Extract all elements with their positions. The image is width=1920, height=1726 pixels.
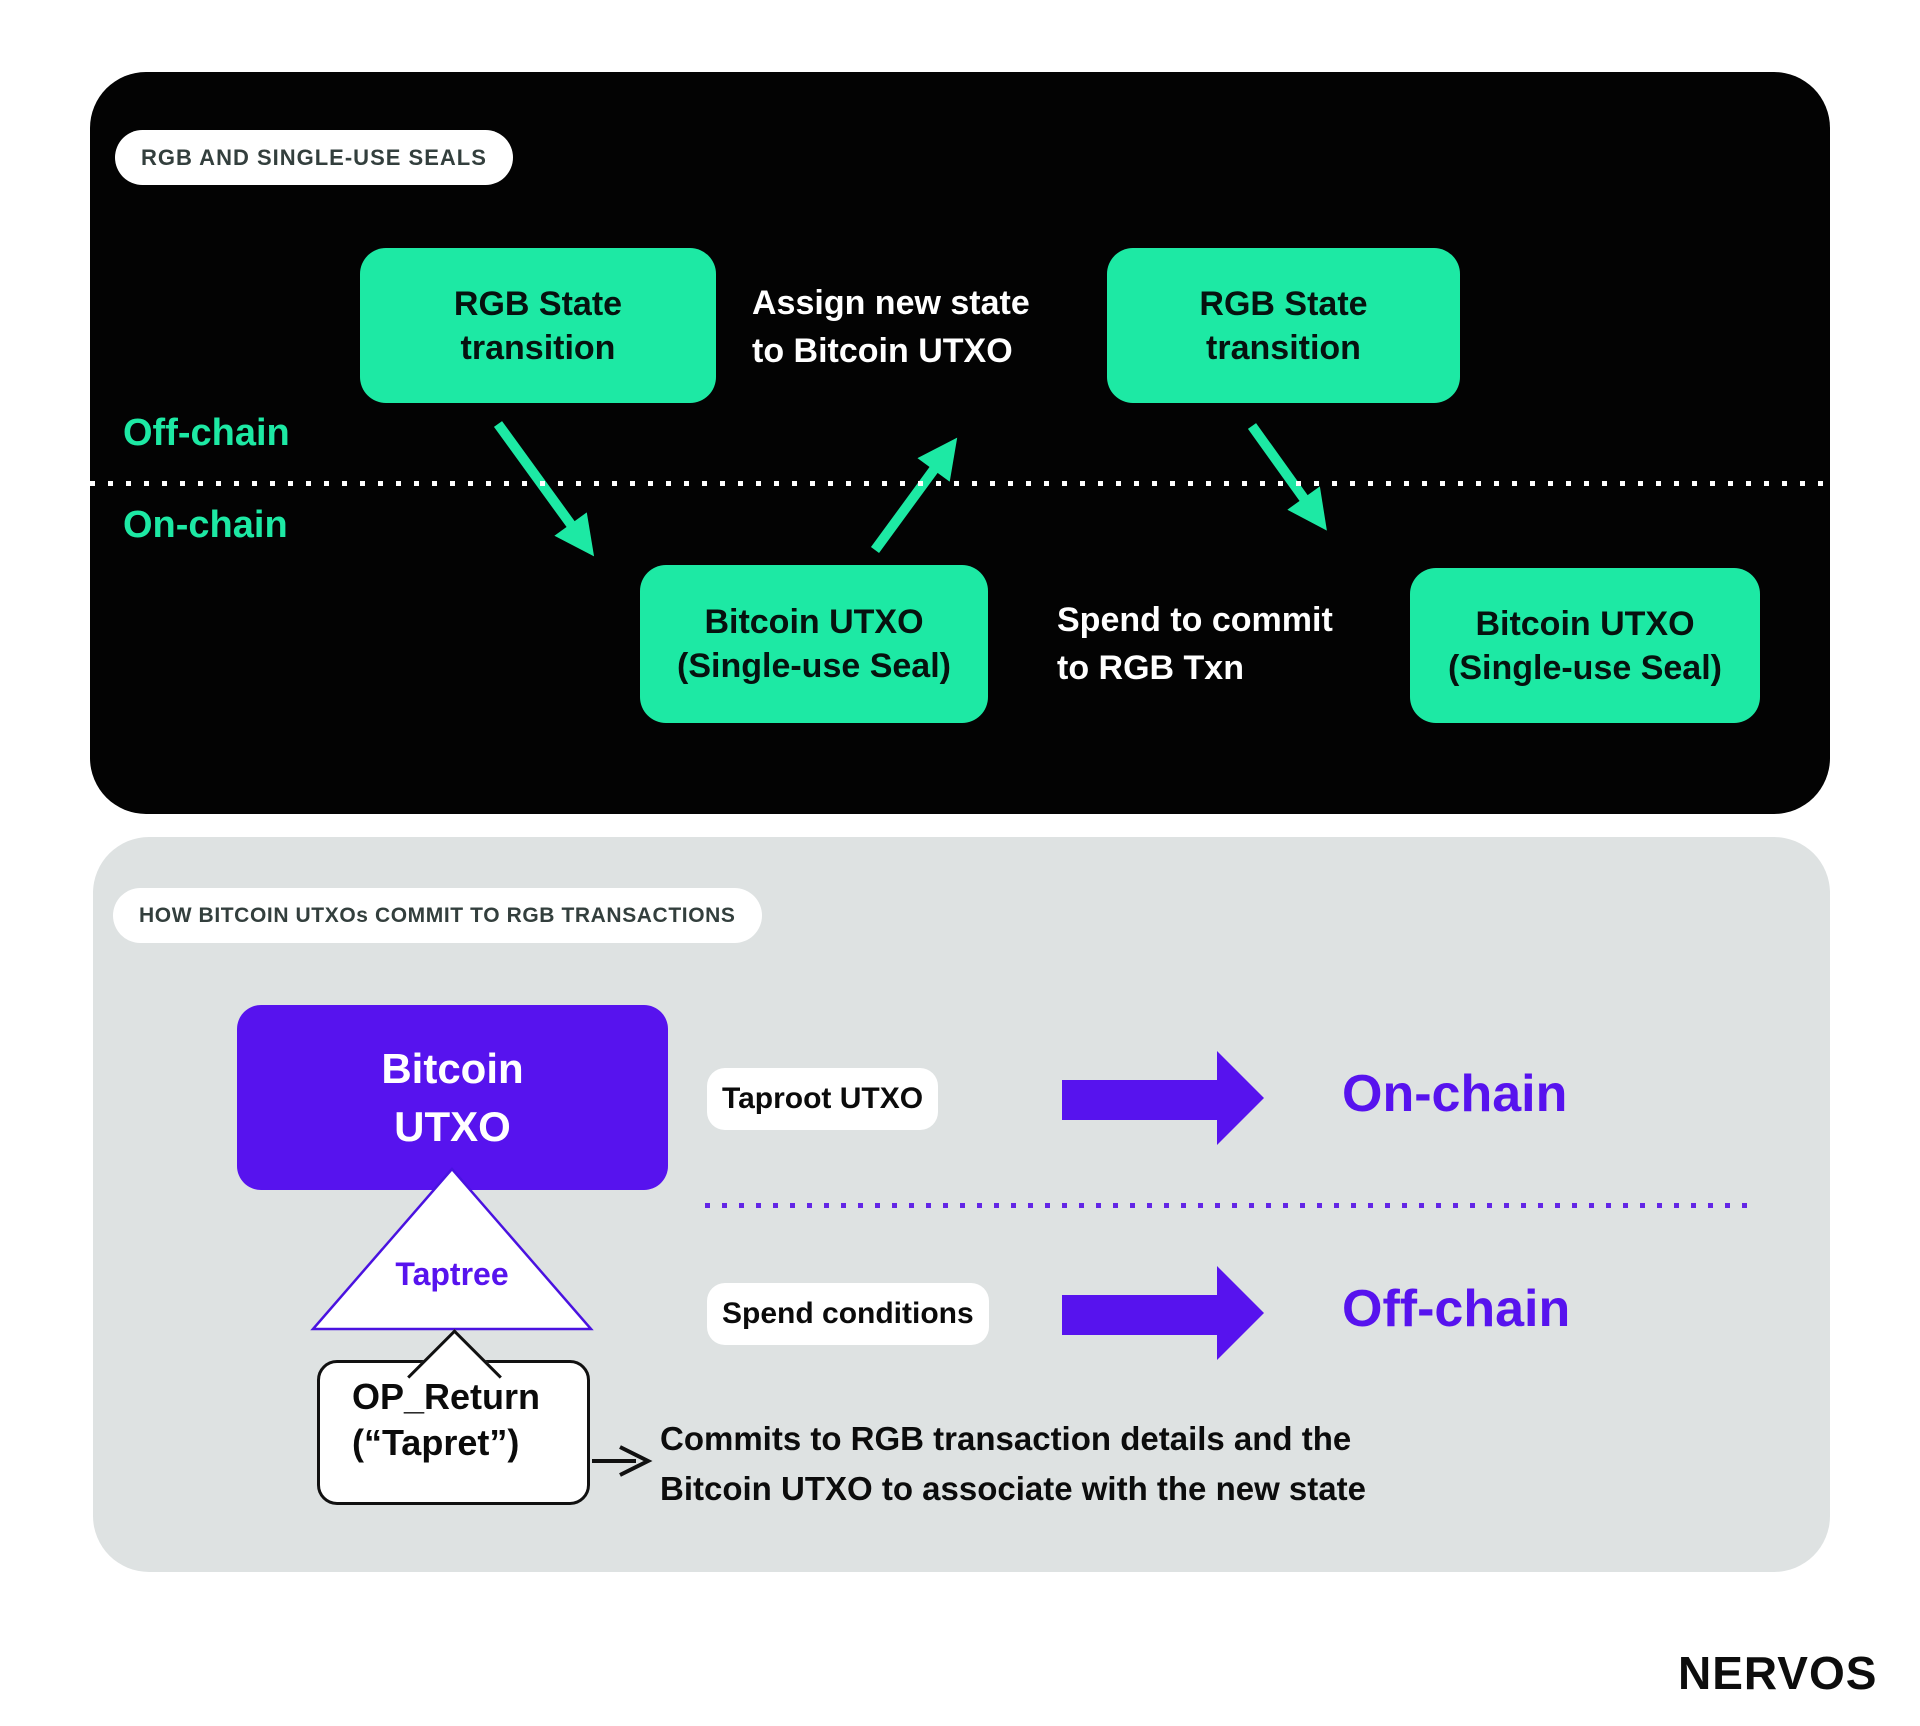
rgb-state-transition-box-2: RGB State transition — [1107, 248, 1460, 403]
box-label-line: UTXO — [394, 1102, 511, 1150]
box-label-line: (Single-use Seal) — [677, 647, 951, 685]
nervos-logo: NERVOS — [1678, 1647, 1878, 1699]
rgb-state-transition-box-1: RGB State transition — [360, 248, 716, 403]
destination-on-chain: On-chain — [1342, 1065, 1568, 1123]
box-label-line: Bitcoin — [381, 1044, 524, 1092]
lane-label-on-chain: On-chain — [123, 504, 288, 546]
box-label-line: transition — [460, 328, 616, 367]
chain-divider-dotted-line — [90, 481, 1830, 486]
bitcoin-utxo-seal-box-1: Bitcoin UTXO (Single-use Seal) — [640, 565, 988, 723]
note-line: Commits to RGB transaction details and t… — [660, 1420, 1352, 1457]
spend-note: Spend to commit to RGB Txn — [1057, 596, 1333, 692]
note-line: Bitcoin UTXO to associate with the new s… — [660, 1470, 1366, 1507]
box-label-line: transition — [1206, 328, 1361, 367]
rows-divider-dotted-line — [705, 1203, 1757, 1208]
section-tag-utxo-commit: HOW BITCOIN UTXOs COMMIT TO RGB TRANSACT… — [113, 888, 762, 943]
box-label-line: Bitcoin UTXO — [704, 603, 924, 641]
note-line: to Bitcoin UTXO — [752, 332, 1013, 370]
note-line: Assign new state — [752, 284, 1030, 322]
box-label-line: Bitcoin UTXO — [1475, 604, 1695, 643]
bitcoin-utxo-seal-box-2: Bitcoin UTXO (Single-use Seal) — [1410, 568, 1760, 723]
box-label-line: RGB State — [453, 284, 623, 323]
taptree-label: Taptree — [395, 1256, 509, 1292]
destination-off-chain: Off-chain — [1342, 1280, 1571, 1338]
section-tag-rgb-seals: RGB AND SINGLE-USE SEALS — [115, 130, 513, 185]
assign-note: Assign new state to Bitcoin UTXO — [752, 279, 1030, 375]
lane-label-off-chain: Off-chain — [123, 412, 290, 454]
box-label-line: RGB State — [1199, 284, 1368, 323]
note-line: Spend to commit — [1057, 601, 1333, 639]
spend-conditions-pill: Spend conditions — [707, 1283, 989, 1345]
bitcoin-utxo-box: Bitcoin UTXO — [237, 1005, 668, 1190]
box-label-line: (Single-use Seal) — [1448, 648, 1722, 687]
taproot-utxo-pill: Taproot UTXO — [707, 1068, 939, 1130]
bubble-line: (“Tapret”) — [352, 1422, 520, 1463]
commit-note: Commits to RGB transaction details and t… — [660, 1414, 1366, 1514]
note-line: to RGB Txn — [1057, 649, 1244, 687]
bubble-line: OP_Return — [352, 1376, 541, 1417]
op-return-label: OP_Return (“Tapret”) — [352, 1374, 540, 1466]
